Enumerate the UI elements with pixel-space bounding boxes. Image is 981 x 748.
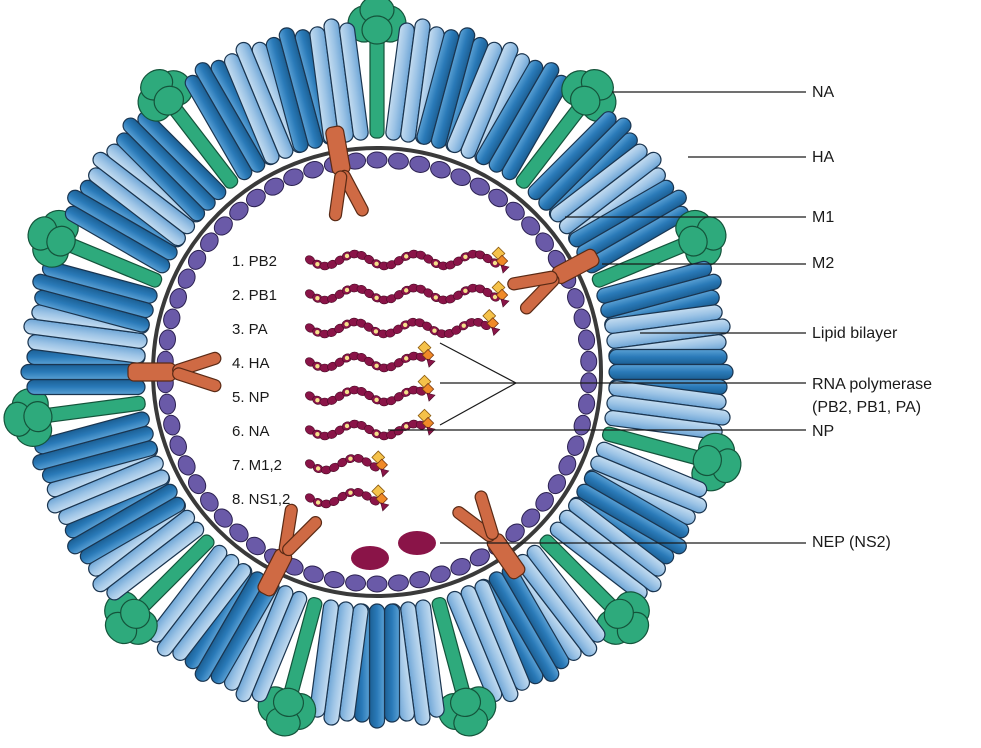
rna-strand-dot <box>404 424 408 428</box>
nep-particle <box>398 531 436 555</box>
segment-label: 2. PB1 <box>232 287 277 304</box>
segment-label: 4. HA <box>232 355 270 372</box>
segment-label: 8. NS1,2 <box>232 491 290 508</box>
rna-strand-dot <box>345 356 349 360</box>
rna-strand-dot <box>462 323 466 327</box>
rna-strand-dot <box>345 254 349 258</box>
callout-labels: NA HA M1 M2 Lipid bilayer RNA polymerase… <box>812 84 932 551</box>
label-nep: NEP (NS2) <box>812 534 891 551</box>
segment-label: 3. PA <box>232 321 268 338</box>
rna-strand-dot <box>374 329 378 333</box>
rna-strand-dot <box>315 262 319 266</box>
rna-strand-dot <box>434 261 438 265</box>
rna-strand-dot <box>463 289 467 293</box>
segment-label: 1. PB2 <box>232 253 277 270</box>
rna-strand-dot <box>348 456 352 460</box>
label-m2: M2 <box>812 255 834 272</box>
rna-strand-dot <box>404 288 408 292</box>
rna-strand-dot <box>348 490 352 494</box>
segment-label: 5. NP <box>232 389 270 406</box>
label-rna-polymerase-sub: (PB2, PB1, PA) <box>812 399 921 416</box>
rna-strand-dot <box>404 254 408 258</box>
label-na: NA <box>812 84 835 101</box>
rna-strand-dot <box>463 255 467 259</box>
rna-strand-dot <box>404 356 408 360</box>
rna-strand-dot <box>374 296 378 300</box>
rna-strand-dot <box>315 398 319 402</box>
label-ha: HA <box>812 149 835 166</box>
rna-strand-dot <box>315 432 319 436</box>
m1-protein <box>580 351 597 372</box>
rna-strand-dot <box>432 329 436 333</box>
rna-strand-dot <box>404 390 408 394</box>
rna-strand-dot <box>374 262 378 266</box>
label-m1: M1 <box>812 209 834 226</box>
m1-protein <box>367 152 387 168</box>
rna-strand-dot <box>345 288 349 292</box>
rna-strand-dot <box>374 432 378 436</box>
rna-strand-dot <box>315 330 319 334</box>
rna-strand-dot <box>345 424 349 428</box>
m1-protein <box>367 576 387 592</box>
label-rna-polymerase: RNA polymerase <box>812 376 932 393</box>
rna-strand-dot <box>374 364 378 368</box>
rna-strand-dot <box>345 390 349 394</box>
label-lipid-bilayer: Lipid bilayer <box>812 325 898 342</box>
rna-strand-dot <box>316 500 320 504</box>
rna-strand-dot <box>434 295 438 299</box>
nep-particle <box>351 546 389 570</box>
rna-strand-dot <box>374 398 378 402</box>
lipid-bilayer-membrane <box>153 148 601 596</box>
rna-strand-dot <box>316 466 320 470</box>
rna-strand-dot <box>315 296 319 300</box>
rna-strand-dot <box>344 322 348 326</box>
rna-strand-dot <box>403 323 407 327</box>
rna-strand-dot <box>315 364 319 368</box>
segment-label: 7. M1,2 <box>232 457 282 474</box>
label-np: NP <box>812 423 834 440</box>
segment-label: 6. NA <box>232 423 270 440</box>
